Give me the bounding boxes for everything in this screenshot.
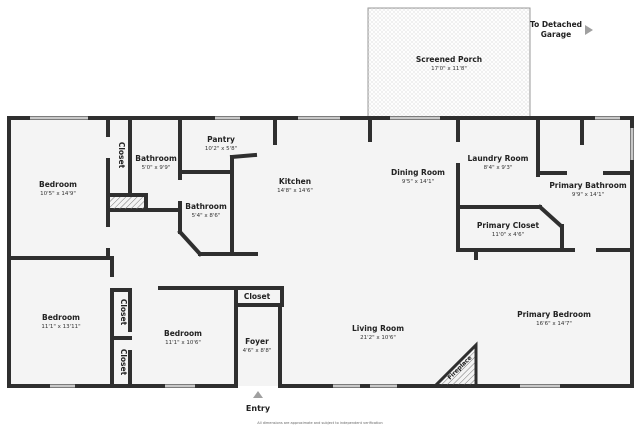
laundry-name: Laundry Room [468,154,529,163]
porch-name: Screened Porch [416,55,482,64]
laundry-dims: 8'4" x 9'3" [484,165,513,171]
bedroom2-dims: 11'1" x 13'11" [41,324,80,330]
pantry-dims: 10'2" x 5'8" [205,146,237,152]
bathroom1-dims: 5'0" x 9'9" [142,165,171,171]
garage-label-line2: Garage [541,30,571,39]
bedroom1-name: Bedroom [39,180,77,189]
bathroom2-name: Bathroom [185,202,227,211]
primary-closet-dims: 11'0" x 4'6" [492,232,524,238]
porch-dims: 17'0" x 11'8" [431,66,467,72]
room-labels: Screened Porch 17'0" x 11'8" Bedroom 10'… [39,55,627,376]
living-dims: 21'2" x 10'6" [360,335,396,341]
screened-porch [367,7,531,119]
bedroom2-name: Bedroom [42,313,80,322]
foyer-dims: 4'6" x 8'8" [243,348,272,354]
dining-name: Dining Room [391,168,445,177]
entry-label: Entry [246,404,271,413]
garage-label-line1: To Detached [530,20,582,29]
detached-garage-pointer: To Detached Garage [530,20,593,39]
closet2-name: Closet [119,299,128,326]
bedroom1-dims: 10'5" x 14'9" [40,191,76,197]
bedroom3-name: Bedroom [164,329,202,338]
closet4-name: Closet [244,292,271,301]
primary-bath-name: Primary Bathroom [549,181,627,190]
dining-dims: 9'5" x 14'1" [402,179,434,185]
walls [7,116,634,388]
bedroom3-dims: 11'1" x 10'6" [165,340,201,346]
primary-closet-name: Primary Closet [477,221,540,230]
arrow-up-icon [253,391,263,398]
foyer-name: Foyer [245,337,269,346]
kitchen-dims: 14'8" x 14'6" [277,188,313,194]
entry-marker: Entry [246,391,271,413]
arrow-right-icon [585,25,593,35]
chase-hatch [110,197,144,209]
living-name: Living Room [352,324,404,333]
disclaimer: All dimensions are approximate and subje… [257,421,382,425]
pantry-name: Pantry [207,135,235,144]
closet1-name: Closet [117,142,126,169]
bathroom2-dims: 5'4" x 8'6" [192,213,221,219]
kitchen-name: Kitchen [279,177,311,186]
primary-bath-dims: 9'9" x 14'1" [572,192,604,198]
primary-bedroom-dims: 16'6" x 14'7" [536,321,572,327]
bathroom1-name: Bathroom [135,154,177,163]
closet3-name: Closet [119,349,128,376]
primary-bedroom-name: Primary Bedroom [517,310,591,319]
